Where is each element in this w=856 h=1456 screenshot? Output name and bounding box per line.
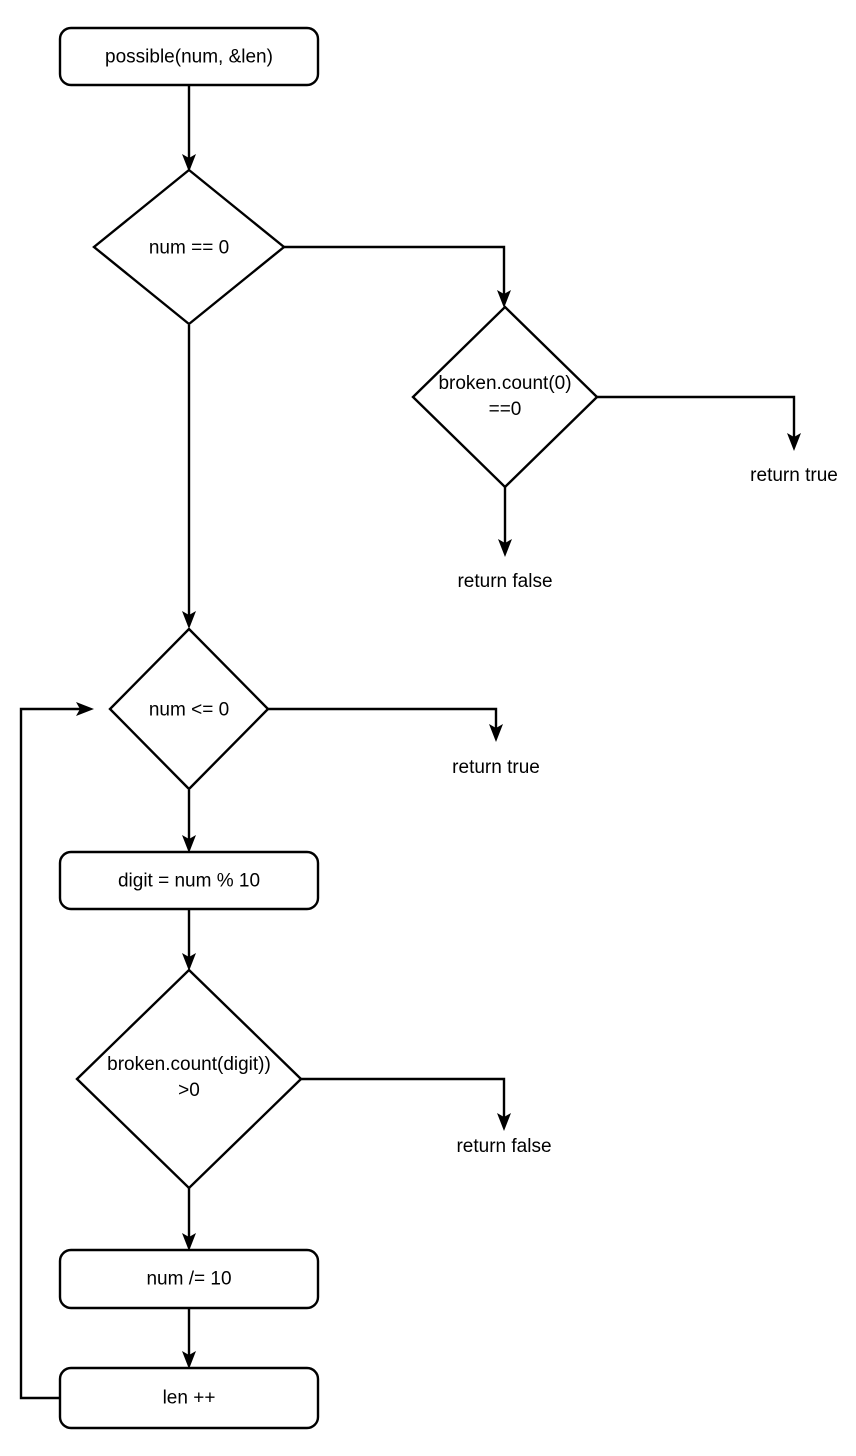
edge-start-to-num-zero	[182, 85, 196, 172]
node-check-broken-digit[interactable]	[75, 968, 303, 1190]
terminal-return-false-loop: return false	[456, 1136, 552, 1157]
terminal-return-false-top: return false	[457, 571, 553, 592]
edge-digit-to-broken-digit	[182, 908, 196, 971]
edge-broken-digit-to-num-divide	[182, 1188, 196, 1251]
edge-len-increment-loopback	[19, 702, 94, 1400]
edge-broken-zero-to-return-false	[498, 487, 512, 557]
terminal-return-true-top: return true	[750, 465, 838, 486]
edge-num-zero-to-broken-zero	[284, 245, 511, 308]
edge-broken-zero-to-return-true	[597, 395, 801, 451]
node-start[interactable]	[58, 26, 320, 87]
node-digit-assign[interactable]	[58, 850, 320, 911]
terminal-return-true-loop: return true	[452, 757, 540, 778]
node-check-num-zero[interactable]	[92, 168, 286, 326]
node-len-increment[interactable]	[58, 1366, 320, 1430]
edge-num-le-zero-to-return-true	[268, 707, 503, 742]
edge-num-divide-to-len-increment	[182, 1308, 196, 1369]
edge-broken-digit-to-return-false	[300, 1077, 511, 1131]
node-num-divide[interactable]	[58, 1248, 320, 1310]
node-check-num-le-zero[interactable]	[108, 627, 270, 791]
edge-num-le-zero-to-digit	[182, 790, 196, 853]
edge-num-zero-to-num-le-zero	[182, 325, 196, 629]
node-check-broken-zero[interactable]	[411, 305, 599, 489]
